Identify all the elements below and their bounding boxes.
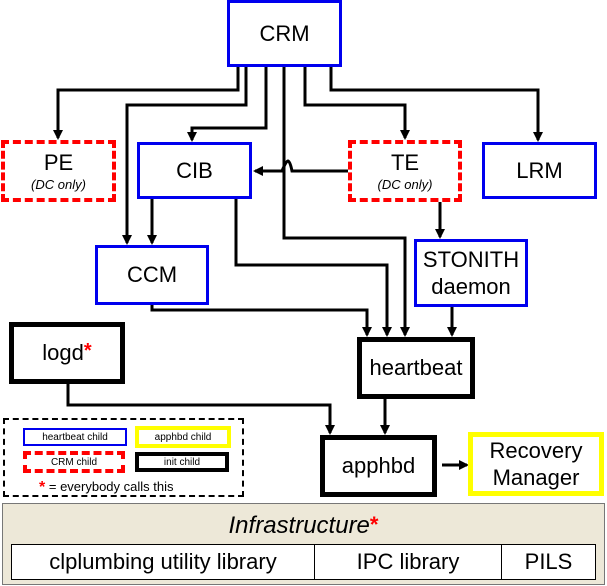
infrastructure-components: clplumbing utility library IPC library P… [11,544,596,580]
component-pils: PILS [524,549,573,574]
edge-crm-cib [187,66,268,142]
legend-note: * = everybody calls this [39,479,174,496]
node-heartbeat: heartbeat [357,337,475,399]
infrastructure-panel: Infrastructure* clplumbing utility libra… [2,503,605,585]
node-recovery-manager: Recovery Manager [468,432,604,496]
star-marker: * [83,340,92,363]
node-cib: CIB [137,142,252,199]
legend-apphbd-child: apphbd child [135,426,231,448]
logd-label: logd [42,340,84,366]
edge-crm-heartbeat [282,66,410,337]
edge-crm-lrm [329,66,543,142]
edge-cib-heartbeat [234,197,392,337]
star-marker: * [39,479,46,496]
edge-ccm-heartbeat [150,303,372,337]
node-crm: CRM [227,0,342,67]
legend-crm-child: CRM child [23,451,125,473]
node-stonith: STONITH daemon [414,239,528,307]
legend: heartbeat child apphbd child CRM child i… [3,418,244,497]
component-clplumbing: clplumbing utility library [12,545,315,579]
edge-crm-pe [53,66,240,140]
edge-crm-ccm [122,66,248,245]
node-te: TE (DC only) [348,140,462,202]
node-logd: logd* [9,322,125,384]
legend-heartbeat-child: heartbeat child [23,428,127,446]
node-ccm: CCM [95,245,209,305]
node-lrm: LRM [482,142,597,199]
node-pe: PE (DC only) [1,140,116,202]
star-marker: * [369,512,379,537]
component-ipc-library: IPC library [315,545,502,579]
edge-te-cib [253,159,348,176]
infrastructure-title: Infrastructure* [228,512,379,539]
node-apphbd: apphbd [320,435,437,497]
edge-logd-apphbd [66,382,335,435]
legend-init-child: init child [135,452,229,472]
edge-crm-te [303,66,410,140]
